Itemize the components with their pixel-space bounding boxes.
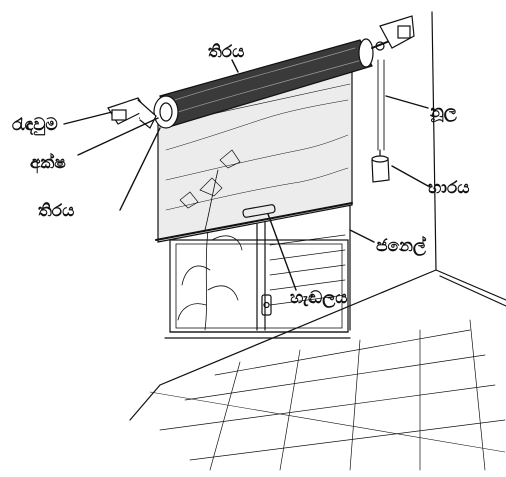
- floor-tiles: [159, 319, 506, 471]
- label-curtain-top: තිරය: [208, 42, 245, 62]
- label-weight: භාරය: [428, 178, 470, 198]
- label-window: ජනෙල්: [376, 236, 426, 256]
- window-latch: [261, 294, 272, 316]
- label-axle: අක්ෂ: [30, 153, 66, 173]
- room-outline: [129, 11, 506, 453]
- roller-tube: [153, 38, 374, 129]
- left-bracket: [107, 97, 157, 129]
- label-curtain-left: තිරය: [38, 201, 75, 221]
- label-bracket: රැඳවුම: [12, 115, 58, 135]
- label-string: නූල: [430, 102, 457, 122]
- blind-handle: [242, 204, 276, 218]
- right-bracket: [379, 15, 415, 49]
- label-handle: හැඬලය: [290, 288, 348, 308]
- leader-lines: [63, 59, 429, 291]
- string-and-weight: [371, 59, 390, 183]
